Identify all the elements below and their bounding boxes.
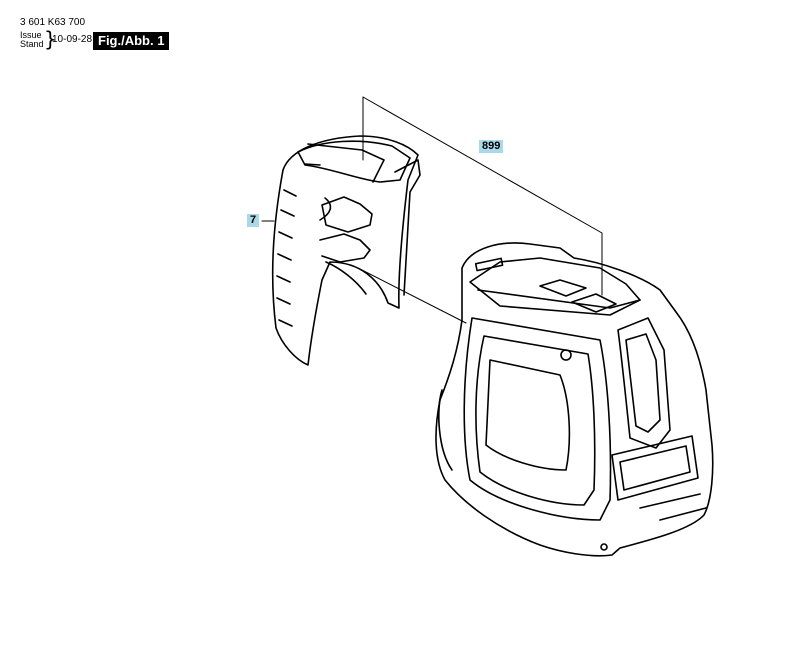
brace-glyph: } [44, 27, 57, 51]
stand-label: Stand [20, 39, 44, 49]
issue-date: 10-09-28 [52, 34, 93, 45]
callout-housing: 899 [479, 140, 504, 153]
leader-lines [261, 96, 603, 324]
figure-label: Fig./Abb. 1 [93, 32, 170, 50]
issue-label: Issue [20, 30, 42, 40]
part-number: 3 601 K63 700 [20, 17, 86, 28]
housing-part [435, 242, 714, 557]
cover-part [271, 135, 421, 366]
issue-stand-labels: Issue Stand [20, 31, 44, 49]
callout-cover: 7 [247, 214, 260, 227]
